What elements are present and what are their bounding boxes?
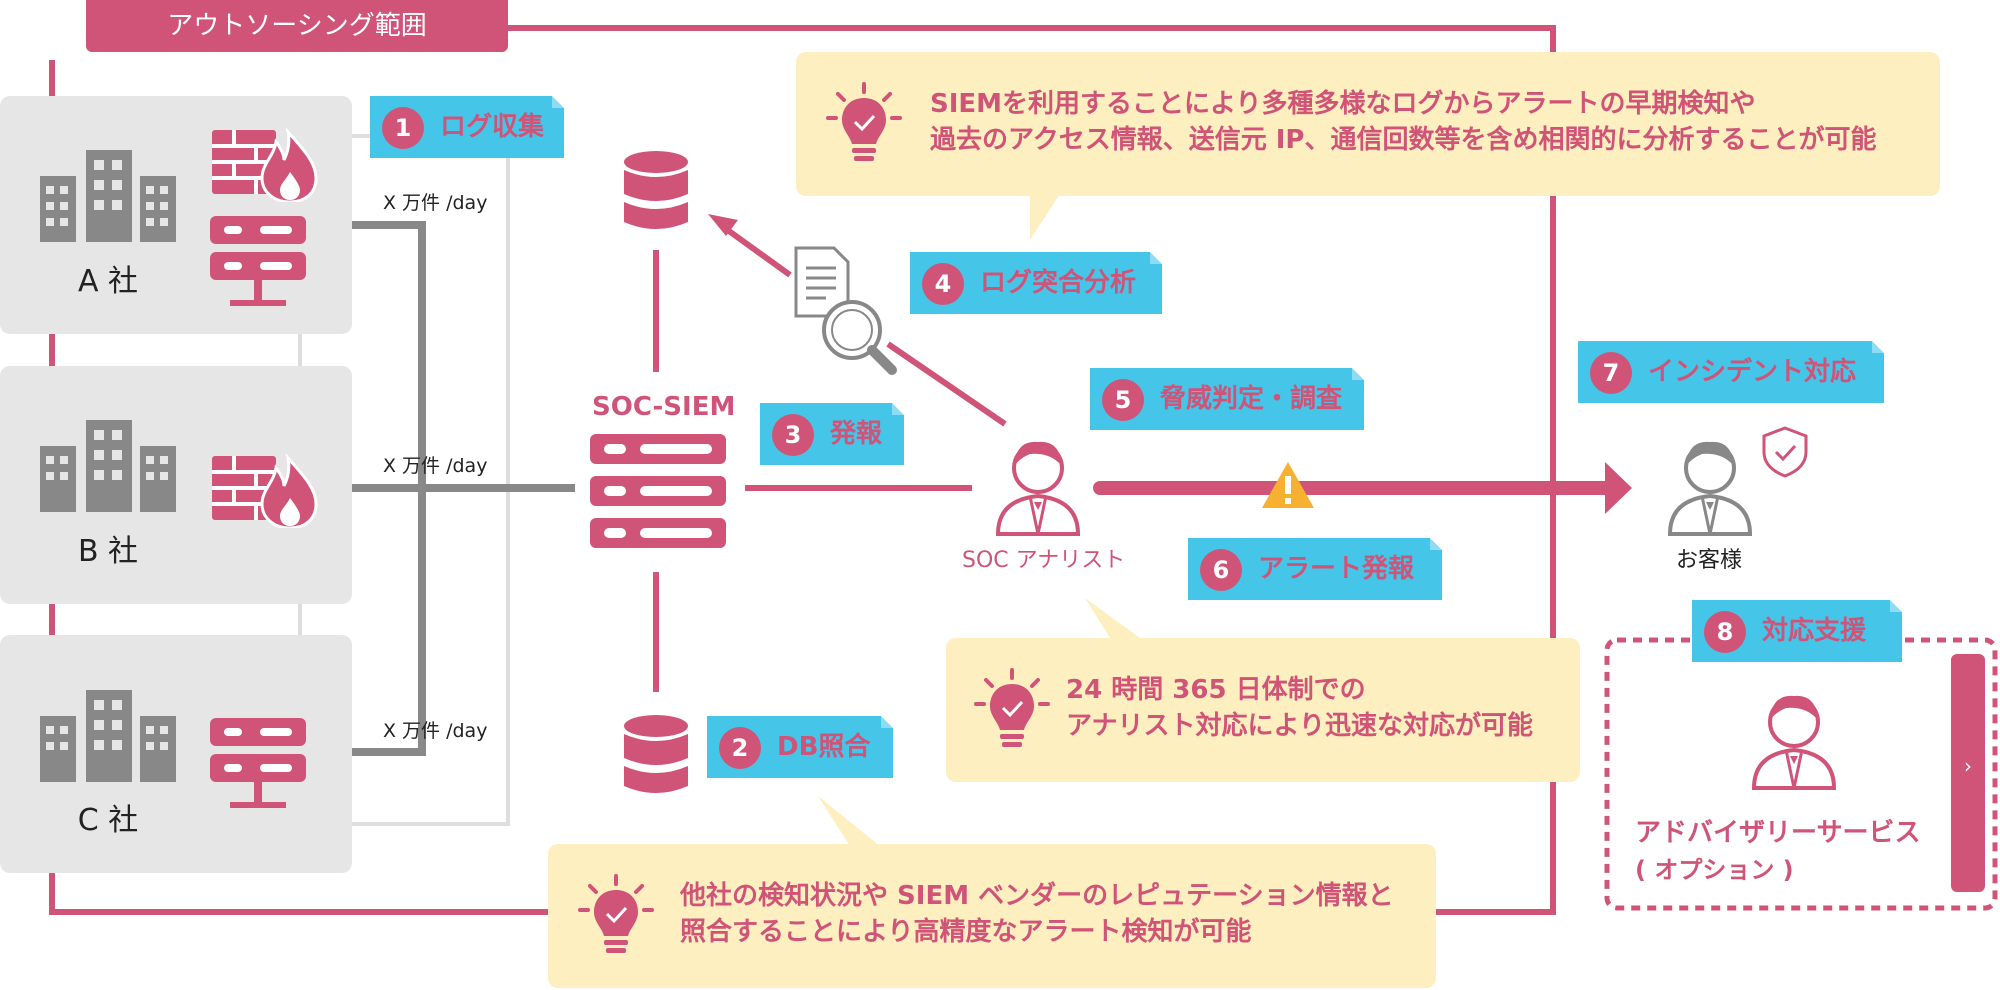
lightbulb-icon: [826, 82, 902, 161]
company-b-volume: X 万件 /day: [383, 455, 488, 477]
analyst-label: SOC アナリスト: [962, 548, 1126, 573]
warning-icon: [1262, 462, 1314, 508]
siem-callout: SIEMを利用することにより多種多様なログからアラートの早期検知や 過去のアクセ…: [796, 52, 1940, 196]
company-a-volume: X 万件 /day: [383, 192, 488, 214]
db-callout: 他社の検知状況や SIEM ベンダーのレピュテーション情報と 照合することにより…: [548, 844, 1436, 988]
advisor-person-icon: [1751, 695, 1837, 790]
siem-callout-line1: SIEMを利用することにより多種多様なログからアラートの早期検知や: [930, 89, 1756, 119]
siem-callout-line2: 過去のアクセス情報、送信元 IP、通信回数等を含め相関的に分析することが可能: [930, 125, 1877, 155]
database-icon: [624, 151, 688, 229]
analyst-callout-line2: アナリスト対応により迅速な対応が可能: [1066, 711, 1533, 741]
company-b-label: B 社: [77, 534, 139, 569]
advisory-service-label: アドバイザリーサービス: [1635, 818, 1921, 848]
outsourcing-scope-label: アウトソーシング範囲: [86, 0, 508, 52]
lightbulb-icon: [578, 874, 654, 953]
document-search-icon: [794, 246, 897, 375]
building-icon: [40, 150, 176, 242]
next-panel-handle[interactable]: ›: [1951, 654, 1985, 892]
server-icon: [210, 216, 306, 306]
analyst-callout-line1: 24 時間 365 日体制での: [1066, 675, 1366, 705]
building-icon: [40, 420, 176, 512]
chevron-right-icon: ›: [1964, 754, 1972, 778]
customer-person-icon: [1667, 441, 1753, 536]
siem-server-icon: [590, 434, 726, 548]
soc-siem-label: SOC-SIEM: [592, 392, 736, 422]
analyst-callout: 24 時間 365 日体制での アナリスト対応により迅速な対応が可能: [946, 638, 1580, 782]
firewall-icon: [212, 452, 318, 528]
database-icon: [624, 715, 688, 793]
firewall-icon: [212, 126, 318, 202]
db-callout-line2: 照合することにより高精度なアラート検知が可能: [680, 917, 1252, 947]
company-a-label: A 社: [77, 264, 139, 299]
db-callout-line1: 他社の検知状況や SIEM ベンダーのレピュテーション情報と: [680, 881, 1394, 911]
advisory-option-label: ( オプション ): [1635, 856, 1794, 884]
analyst-person-icon: [995, 441, 1081, 536]
customer-label: お客様: [1676, 548, 1743, 573]
shield-check-icon: [1762, 426, 1808, 478]
building-icon: [40, 690, 176, 782]
company-c-label: C 社: [77, 803, 139, 838]
company-c-volume: X 万件 /day: [383, 720, 488, 742]
lightbulb-icon: [974, 668, 1050, 747]
server-icon: [210, 718, 306, 808]
